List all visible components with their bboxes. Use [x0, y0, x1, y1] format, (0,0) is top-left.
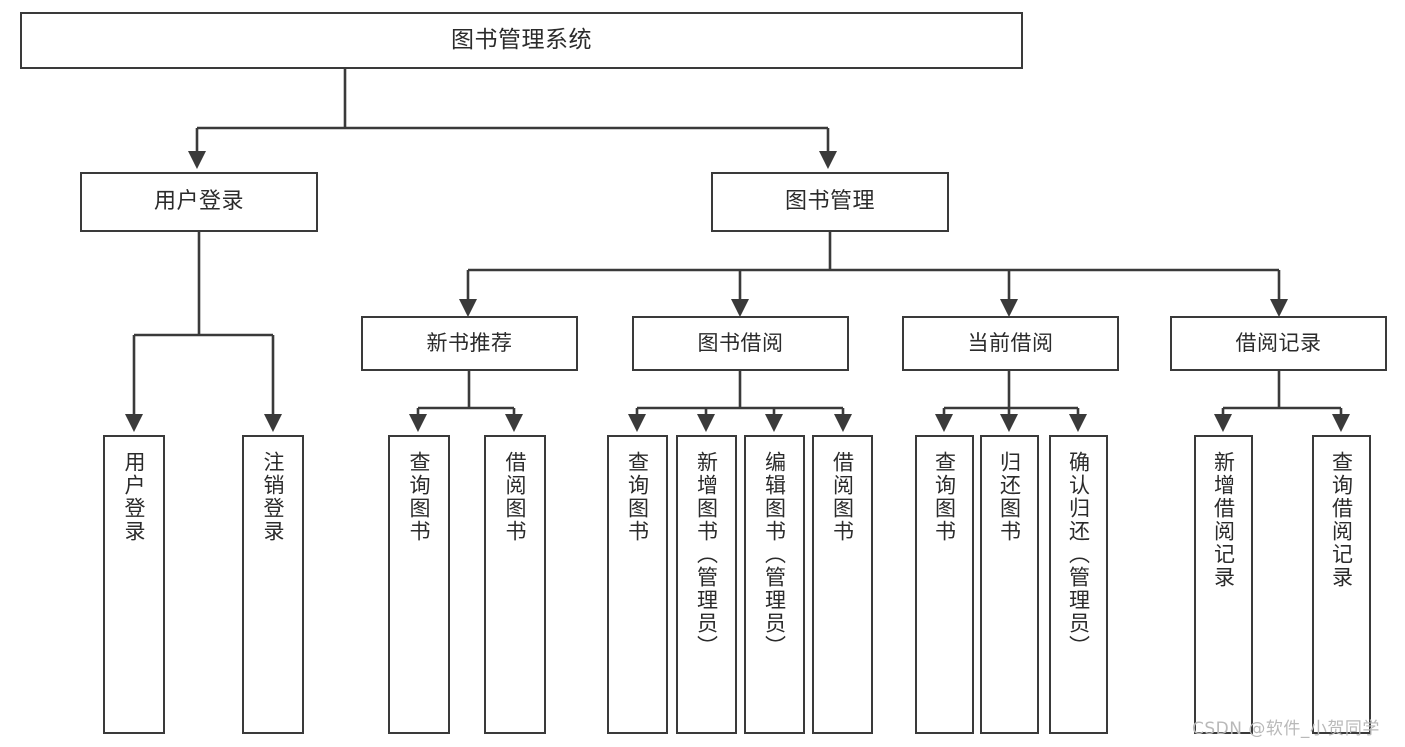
- leaf-record-query[interactable]: 查询借阅记录: [1312, 435, 1371, 734]
- leaf-book-borrow-add[interactable]: 新增图书（管理员）: [676, 435, 737, 734]
- leaf-current-borrow-return[interactable]: 归还图书: [980, 435, 1039, 734]
- node-label: 确认归还（管理员）: [1066, 451, 1091, 658]
- leaf-record-add[interactable]: 新增借阅记录: [1194, 435, 1253, 734]
- node-label: 借阅记录: [1235, 331, 1322, 356]
- node-label: 查询借阅记录: [1329, 451, 1354, 589]
- leaf-user-login-signin[interactable]: 用户登录: [103, 435, 165, 734]
- node-label: 查询图书: [932, 451, 957, 543]
- node-label: 图书管理系统: [451, 26, 592, 53]
- leaf-current-borrow-query[interactable]: 查询图书: [915, 435, 974, 734]
- node-label: 新增借阅记录: [1211, 451, 1236, 589]
- node-label: 借阅图书: [830, 451, 855, 543]
- node-user-login[interactable]: 用户登录: [80, 172, 318, 232]
- node-current-borrow[interactable]: 当前借阅: [902, 316, 1119, 371]
- node-book-management[interactable]: 图书管理: [711, 172, 949, 232]
- node-label: 编辑图书（管理员）: [762, 451, 787, 658]
- leaf-new-book-query[interactable]: 查询图书: [388, 435, 450, 734]
- leaf-current-borrow-confirm[interactable]: 确认归还（管理员）: [1049, 435, 1108, 734]
- node-label: 用户登录: [122, 451, 147, 543]
- node-borrow-record[interactable]: 借阅记录: [1170, 316, 1387, 371]
- node-new-book-recommend[interactable]: 新书推荐: [361, 316, 578, 371]
- leaf-user-login-signout[interactable]: 注销登录: [242, 435, 304, 734]
- leaf-book-borrow-edit[interactable]: 编辑图书（管理员）: [744, 435, 805, 734]
- node-label: 新书推荐: [426, 331, 513, 356]
- node-label: 注销登录: [261, 451, 286, 543]
- node-label: 查询图书: [625, 451, 650, 543]
- node-root-system[interactable]: 图书管理系统: [20, 12, 1023, 69]
- node-label: 新增图书（管理员）: [694, 451, 719, 658]
- csdn-watermark: CSDN @软件_小贺同学: [1192, 719, 1380, 739]
- leaf-new-book-borrow[interactable]: 借阅图书: [484, 435, 546, 734]
- node-label: 查询图书: [407, 451, 432, 543]
- node-label: 归还图书: [997, 451, 1022, 543]
- node-label: 用户登录: [153, 189, 244, 215]
- leaf-book-borrow-query[interactable]: 查询图书: [607, 435, 668, 734]
- node-label: 图书管理: [784, 189, 875, 215]
- node-label: 借阅图书: [503, 451, 528, 543]
- node-label: 当前借阅: [967, 331, 1054, 356]
- node-book-borrow[interactable]: 图书借阅: [632, 316, 849, 371]
- leaf-book-borrow-lend[interactable]: 借阅图书: [812, 435, 873, 734]
- node-label: 图书借阅: [697, 331, 784, 356]
